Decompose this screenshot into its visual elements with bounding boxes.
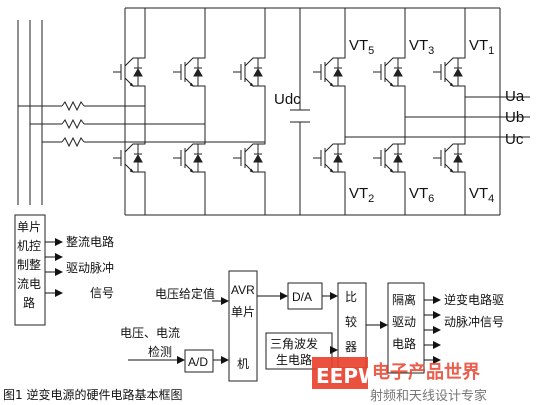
triangle-generator-label: 三角波发 生电路: [270, 336, 318, 367]
svg-text:动脉冲信号: 动脉冲信号: [444, 314, 504, 329]
avr-arrows: [257, 292, 388, 354]
svg-text:机: 机: [237, 357, 249, 371]
svg-text:制整: 制整: [17, 257, 41, 272]
isolation-driver-label: 隔离 驱动 电路: [392, 292, 416, 351]
svg-text:逆变电路驱: 逆变电路驱: [444, 292, 504, 307]
igbt-switch: [433, 57, 467, 87]
svg-text:单片: 单片: [231, 305, 255, 319]
svg-text:较: 较: [345, 314, 357, 329]
igbt-switch: [233, 143, 267, 173]
igbt-switch: [313, 57, 347, 87]
igbt-switch: [433, 143, 467, 173]
svg-text:电路: 电路: [392, 336, 416, 351]
avr-label: AVR 单片 机: [231, 283, 255, 371]
vt2-label: VT2: [349, 185, 374, 205]
figure-caption: 图1 逆变电源的硬件电路基本框图: [3, 387, 182, 402]
svg-text:路: 路: [23, 295, 35, 310]
svg-text:机控: 机控: [17, 239, 41, 253]
vt3-label: VT3: [409, 37, 434, 57]
voltage-setpoint-label: 电压给定值: [155, 286, 215, 301]
output-ub-label: Ub: [505, 109, 524, 126]
vt6-label: VT6: [409, 185, 434, 205]
eepw-watermark: EEPW 电子产品世界 射频和天线设计专家: [312, 357, 487, 404]
svg-text:驱动脉冲: 驱动脉冲: [66, 260, 114, 275]
comparator-label: 比 较 器: [345, 290, 357, 354]
svg-text:整流电路: 整流电路: [66, 234, 114, 249]
avr-mcu-block: [228, 270, 258, 382]
watermark-title: 电子产品世界: [372, 361, 480, 383]
svg-text:流电: 流电: [17, 277, 41, 291]
rectifier-mcu-text: 单片 机控 制整 流电 路: [17, 220, 41, 310]
rectifier-mcu-block: [14, 214, 46, 326]
dc-voltage-label: Udc: [274, 91, 301, 108]
svg-text:隔离: 隔离: [392, 292, 416, 307]
svg-text:驱动: 驱动: [392, 315, 416, 329]
igbt-switch: [113, 143, 147, 173]
feedback-label: 电压、电流 检测: [120, 326, 180, 359]
igbt-switch: [173, 57, 207, 87]
ad-converter-block: [184, 349, 214, 373]
igbt-switch-group: [113, 57, 467, 173]
vt1-label: VT1: [469, 37, 494, 57]
igbt-switch: [173, 143, 207, 173]
igbt-switch: [313, 143, 347, 173]
isolation-driver-block: [387, 282, 425, 374]
output-uc-label: Uc: [505, 131, 524, 148]
svg-text:比: 比: [345, 290, 357, 304]
svg-text:器: 器: [345, 340, 357, 354]
vt4-label: VT4: [469, 185, 494, 205]
svg-text:生电路: 生电路: [276, 352, 312, 367]
svg-text:AVR: AVR: [231, 283, 255, 297]
output-ua-label: Ua: [505, 88, 525, 105]
inverter-output-labels: 逆变电路驱 动脉冲信号: [444, 292, 504, 329]
inverter-output-arrows: [424, 296, 441, 364]
watermark-subtitle: 射频和天线设计专家: [370, 388, 487, 404]
igbt-switch: [373, 57, 407, 87]
svg-text:单片: 单片: [17, 220, 41, 234]
watermark-logo-text: EEPW: [316, 364, 380, 388]
igbt-switch: [113, 57, 147, 87]
da-converter-label: D/A: [292, 290, 312, 304]
mcu-output-labels: 整流电路 驱动脉冲 信号: [66, 234, 114, 300]
igbt-switch: [233, 57, 267, 87]
svg-text:检测: 检测: [148, 344, 172, 359]
svg-text:三角波发: 三角波发: [270, 336, 318, 351]
igbt-switch: [373, 143, 407, 173]
svg-text:信号: 信号: [90, 286, 114, 300]
da-converter-block: [287, 282, 323, 310]
mcu-output-arrows: [45, 238, 63, 297]
circuit-wiring: [17, 7, 530, 216]
svg-text:电压、电流: 电压、电流: [120, 326, 180, 340]
watermark-logo-box: [312, 357, 368, 389]
ad-converter-label: A/D: [188, 355, 208, 369]
vt5-label: VT5: [349, 37, 374, 57]
